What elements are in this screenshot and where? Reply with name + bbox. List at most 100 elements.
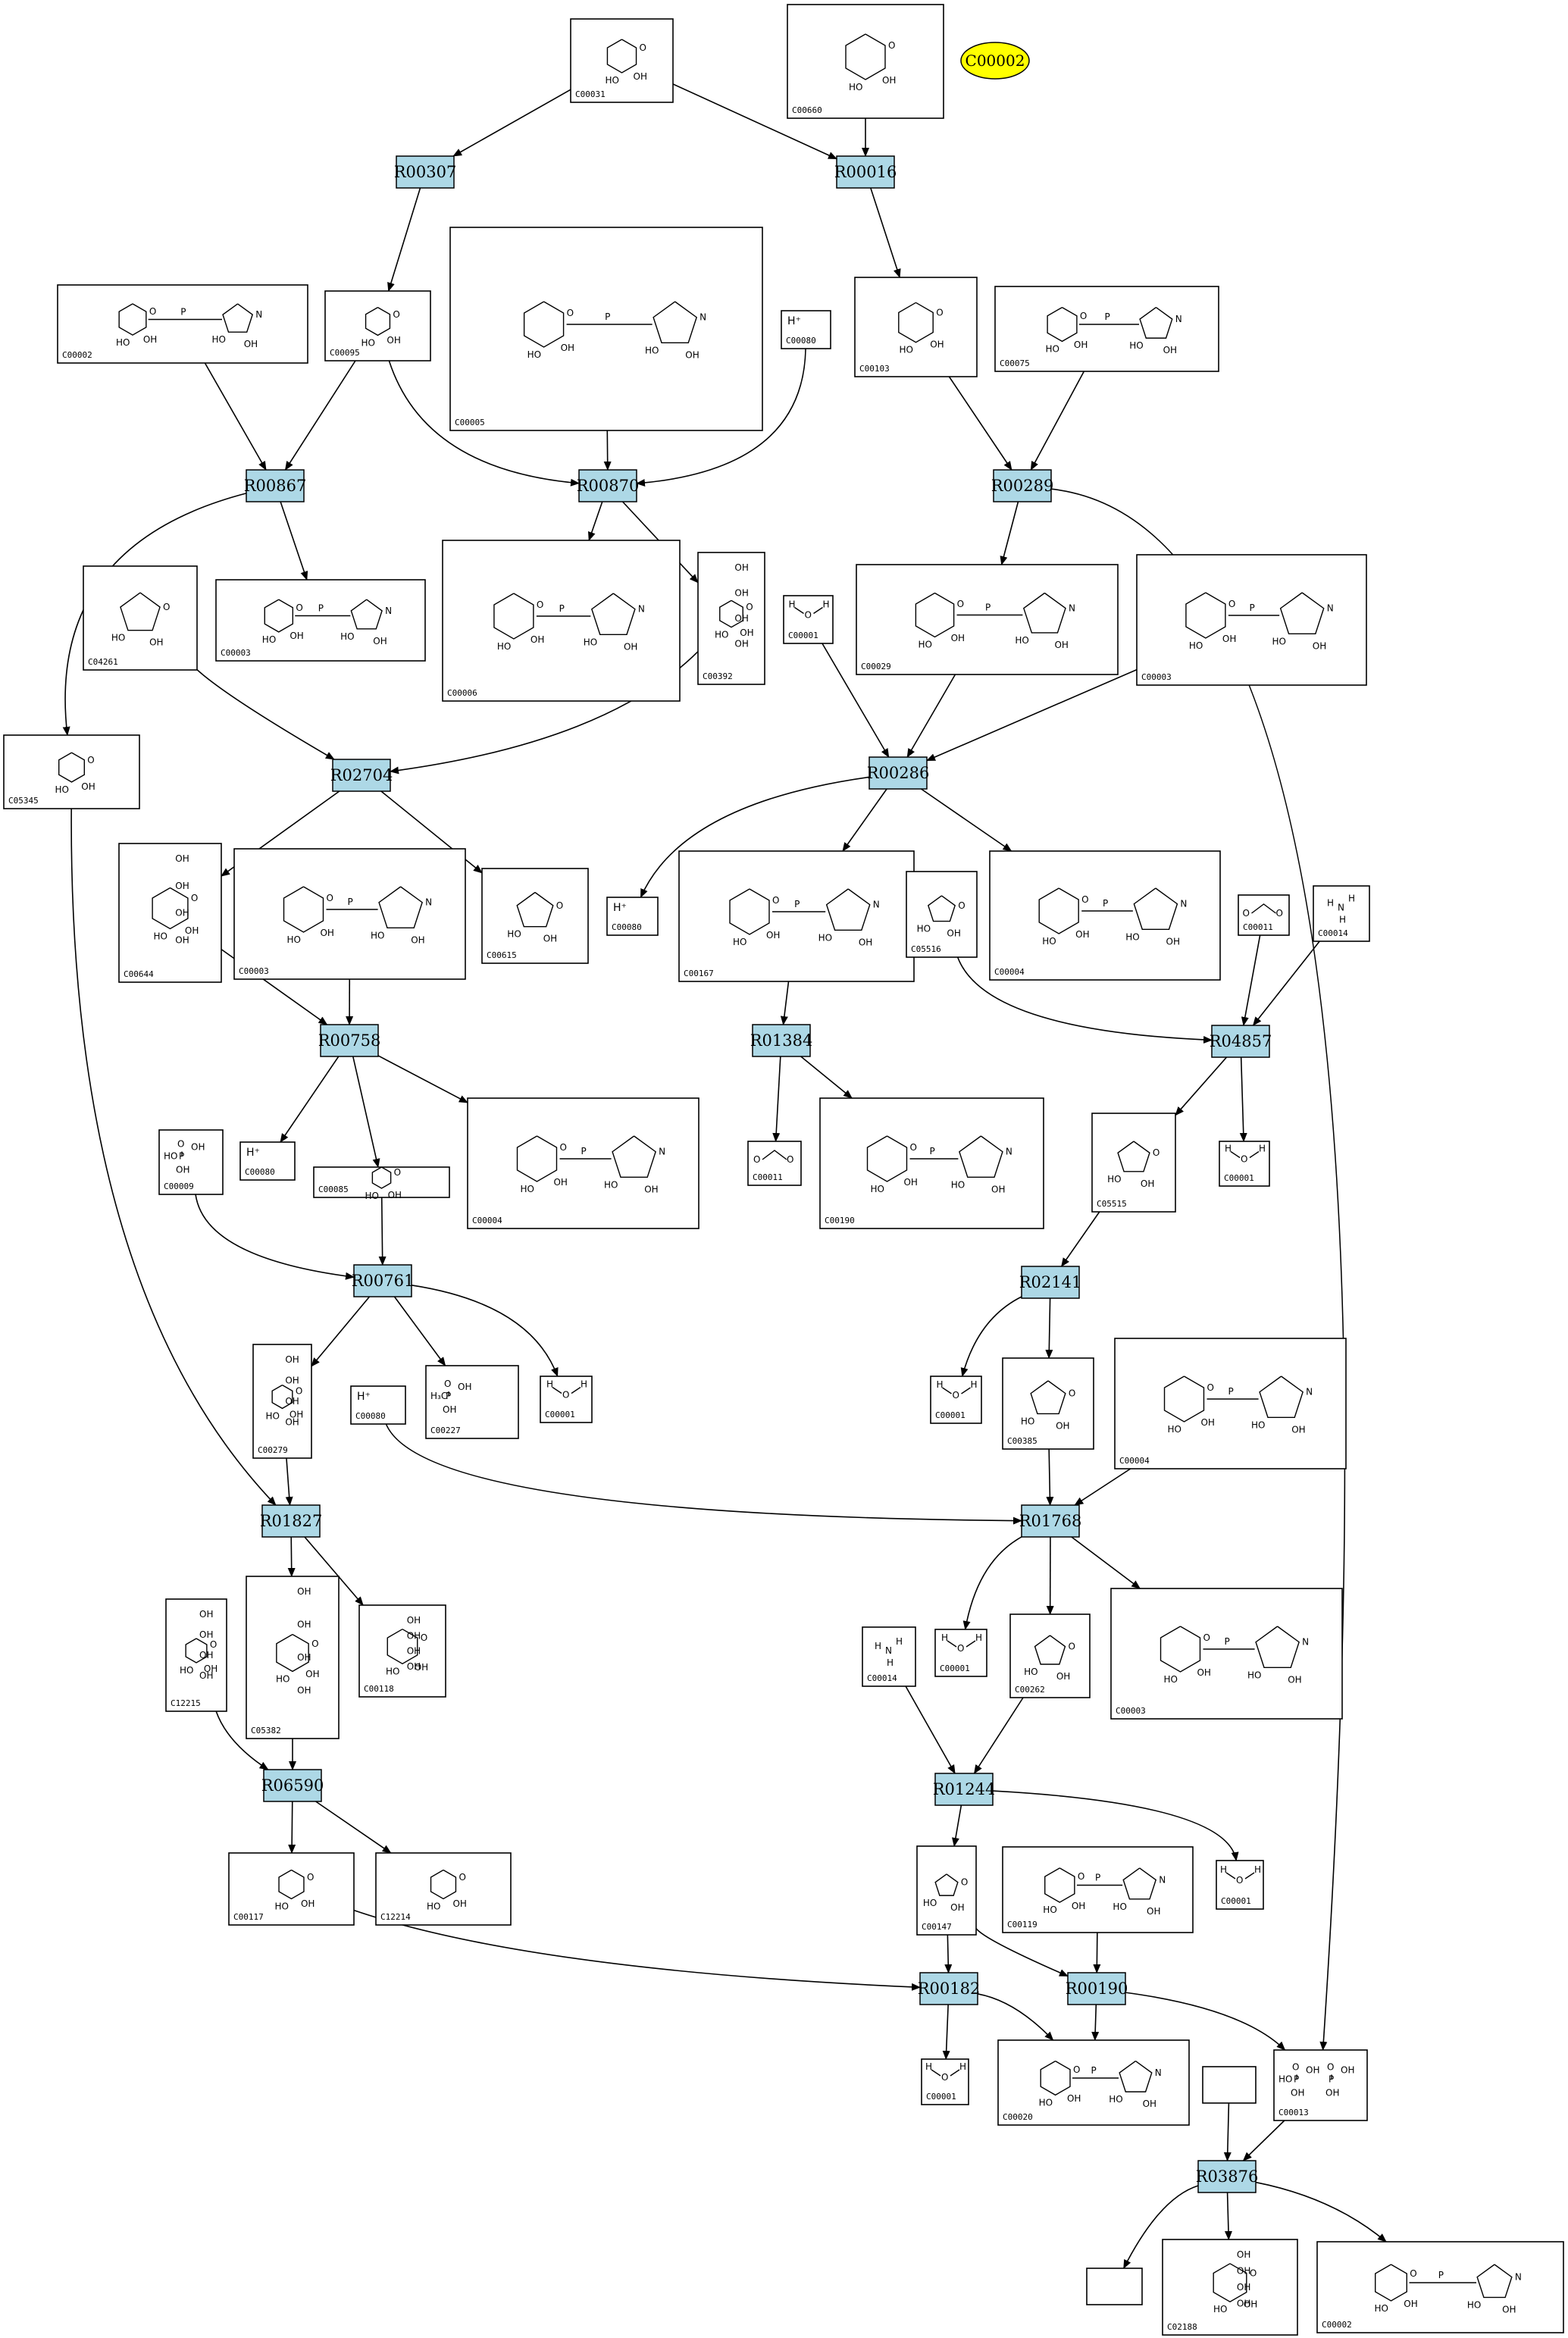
compound-box[interactable]	[442, 540, 681, 702]
compound-box[interactable]	[228, 1852, 355, 1926]
compound-box[interactable]	[1009, 1613, 1091, 1698]
reaction-r00286[interactable]: R00286	[867, 756, 930, 790]
compound-box[interactable]	[854, 277, 978, 377]
compound-box[interactable]	[239, 1141, 296, 1181]
reaction-box[interactable]	[993, 469, 1052, 502]
reaction-r00307[interactable]: R00307	[394, 155, 457, 189]
compound-box[interactable]	[916, 1845, 977, 1936]
reaction-box[interactable]	[836, 155, 895, 189]
compound-box[interactable]	[862, 1626, 916, 1687]
compound-box[interactable]	[481, 868, 589, 964]
compound-box[interactable]	[246, 1576, 340, 1739]
compound-box[interactable]	[467, 1097, 699, 1229]
compound-c00080[interactable]: H⁺C00080	[350, 1385, 406, 1425]
compound-c00080[interactable]: H⁺C00080	[239, 1141, 296, 1181]
compound-box[interactable]	[215, 579, 426, 662]
reaction-box[interactable]	[246, 469, 305, 502]
compound-box[interactable]	[787, 4, 944, 119]
compound-box[interactable]	[747, 1141, 802, 1186]
compound-box[interactable]	[1219, 1141, 1270, 1187]
compound-box[interactable]	[1114, 1338, 1347, 1469]
reaction-r00190[interactable]: R00190	[1066, 1972, 1128, 2005]
compound-box[interactable]	[83, 565, 198, 671]
compound-box[interactable]	[158, 1129, 224, 1195]
compound-box[interactable]	[1110, 1588, 1343, 1720]
reaction-r00870[interactable]: R00870	[577, 469, 640, 502]
compound-box[interactable]	[994, 286, 1219, 372]
reaction-box[interactable]	[396, 155, 455, 189]
compound-box[interactable]	[989, 850, 1221, 981]
compound-box[interactable]	[570, 18, 674, 103]
reaction-box[interactable]	[320, 1024, 379, 1057]
reaction-box[interactable]	[353, 1264, 412, 1297]
compound-box[interactable]	[449, 227, 763, 431]
reaction-box[interactable]	[261, 1504, 321, 1538]
compound-box[interactable]	[930, 1376, 982, 1424]
reaction-r00289[interactable]: R00289	[991, 469, 1054, 502]
compound-[interactable]	[1086, 2268, 1143, 2305]
reaction-box[interactable]	[1021, 1266, 1080, 1299]
reaction-r06590[interactable]: R06590	[261, 1769, 324, 1802]
compound-box[interactable]	[1136, 554, 1367, 686]
reaction-box[interactable]	[1197, 2160, 1257, 2193]
compound-box[interactable]	[997, 2039, 1190, 2126]
compound-box[interactable]	[3, 734, 140, 809]
reaction-r00758[interactable]: R00758	[318, 1024, 381, 1057]
compound-box[interactable]	[313, 1166, 450, 1198]
reaction-box[interactable]	[1067, 1972, 1126, 2005]
reaction-box[interactable]	[752, 1024, 811, 1057]
legend-compound-oval[interactable]	[960, 42, 1030, 80]
compound-box[interactable]	[252, 1344, 312, 1459]
compound-box[interactable]	[906, 871, 978, 958]
reaction-r00182[interactable]: R00182	[918, 1972, 981, 2005]
reaction-r03876[interactable]: R03876	[1196, 2160, 1259, 2193]
compound-box[interactable]	[856, 564, 1119, 675]
compound-box[interactable]	[1273, 2049, 1368, 2121]
compound-box[interactable]	[233, 848, 466, 980]
reaction-box[interactable]	[1021, 1504, 1080, 1538]
compound-c00080[interactable]: H⁺C00080	[606, 897, 659, 936]
compound-box[interactable]	[678, 850, 915, 982]
compound-box[interactable]	[1216, 1860, 1264, 1910]
compound-box[interactable]	[540, 1376, 593, 1423]
compound-[interactable]	[1202, 2066, 1257, 2104]
compound-box[interactable]	[375, 1852, 512, 1926]
compound-box[interactable]	[118, 843, 222, 983]
compound-box[interactable]	[1086, 2268, 1143, 2305]
reaction-r01768[interactable]: R01768	[1019, 1504, 1082, 1538]
compound-box[interactable]	[324, 290, 431, 361]
compound-box[interactable]	[1202, 2066, 1257, 2104]
reaction-box[interactable]	[332, 759, 391, 792]
compound-box[interactable]	[1162, 2239, 1298, 2336]
